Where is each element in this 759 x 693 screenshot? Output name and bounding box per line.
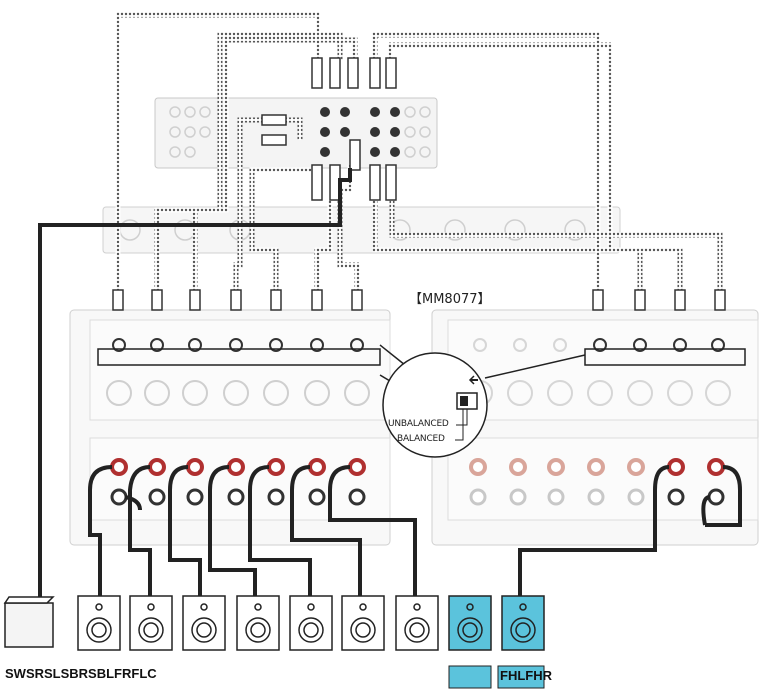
amplifier-right xyxy=(431,309,759,546)
subwoofer-cable xyxy=(38,168,352,600)
speaker-terminals-right xyxy=(469,458,725,506)
input-jacks-right xyxy=(467,338,746,406)
speaker-labels-right: FHLFHR xyxy=(500,668,552,683)
speaker-cables xyxy=(88,465,742,600)
speaker-terminals-left xyxy=(110,458,366,506)
switch-callout xyxy=(379,344,586,458)
input-jacks-left xyxy=(97,338,381,406)
speaker-drivers xyxy=(86,603,536,643)
rca-plugs xyxy=(112,57,726,311)
speaker-boxes xyxy=(77,595,439,651)
speaker-boxes-highlight xyxy=(448,595,545,651)
subwoofer xyxy=(3,596,55,648)
av-receiver-panel xyxy=(102,97,621,254)
unbalanced-label: UNBALANCED xyxy=(388,419,449,429)
speaker-labels-left: SWSRSLSBRSBLFRFLC xyxy=(5,666,157,681)
balanced-label: BALANCED xyxy=(397,434,445,444)
model-label: 【MM8077】 xyxy=(409,292,491,307)
speaker-label-highlight xyxy=(448,665,545,689)
